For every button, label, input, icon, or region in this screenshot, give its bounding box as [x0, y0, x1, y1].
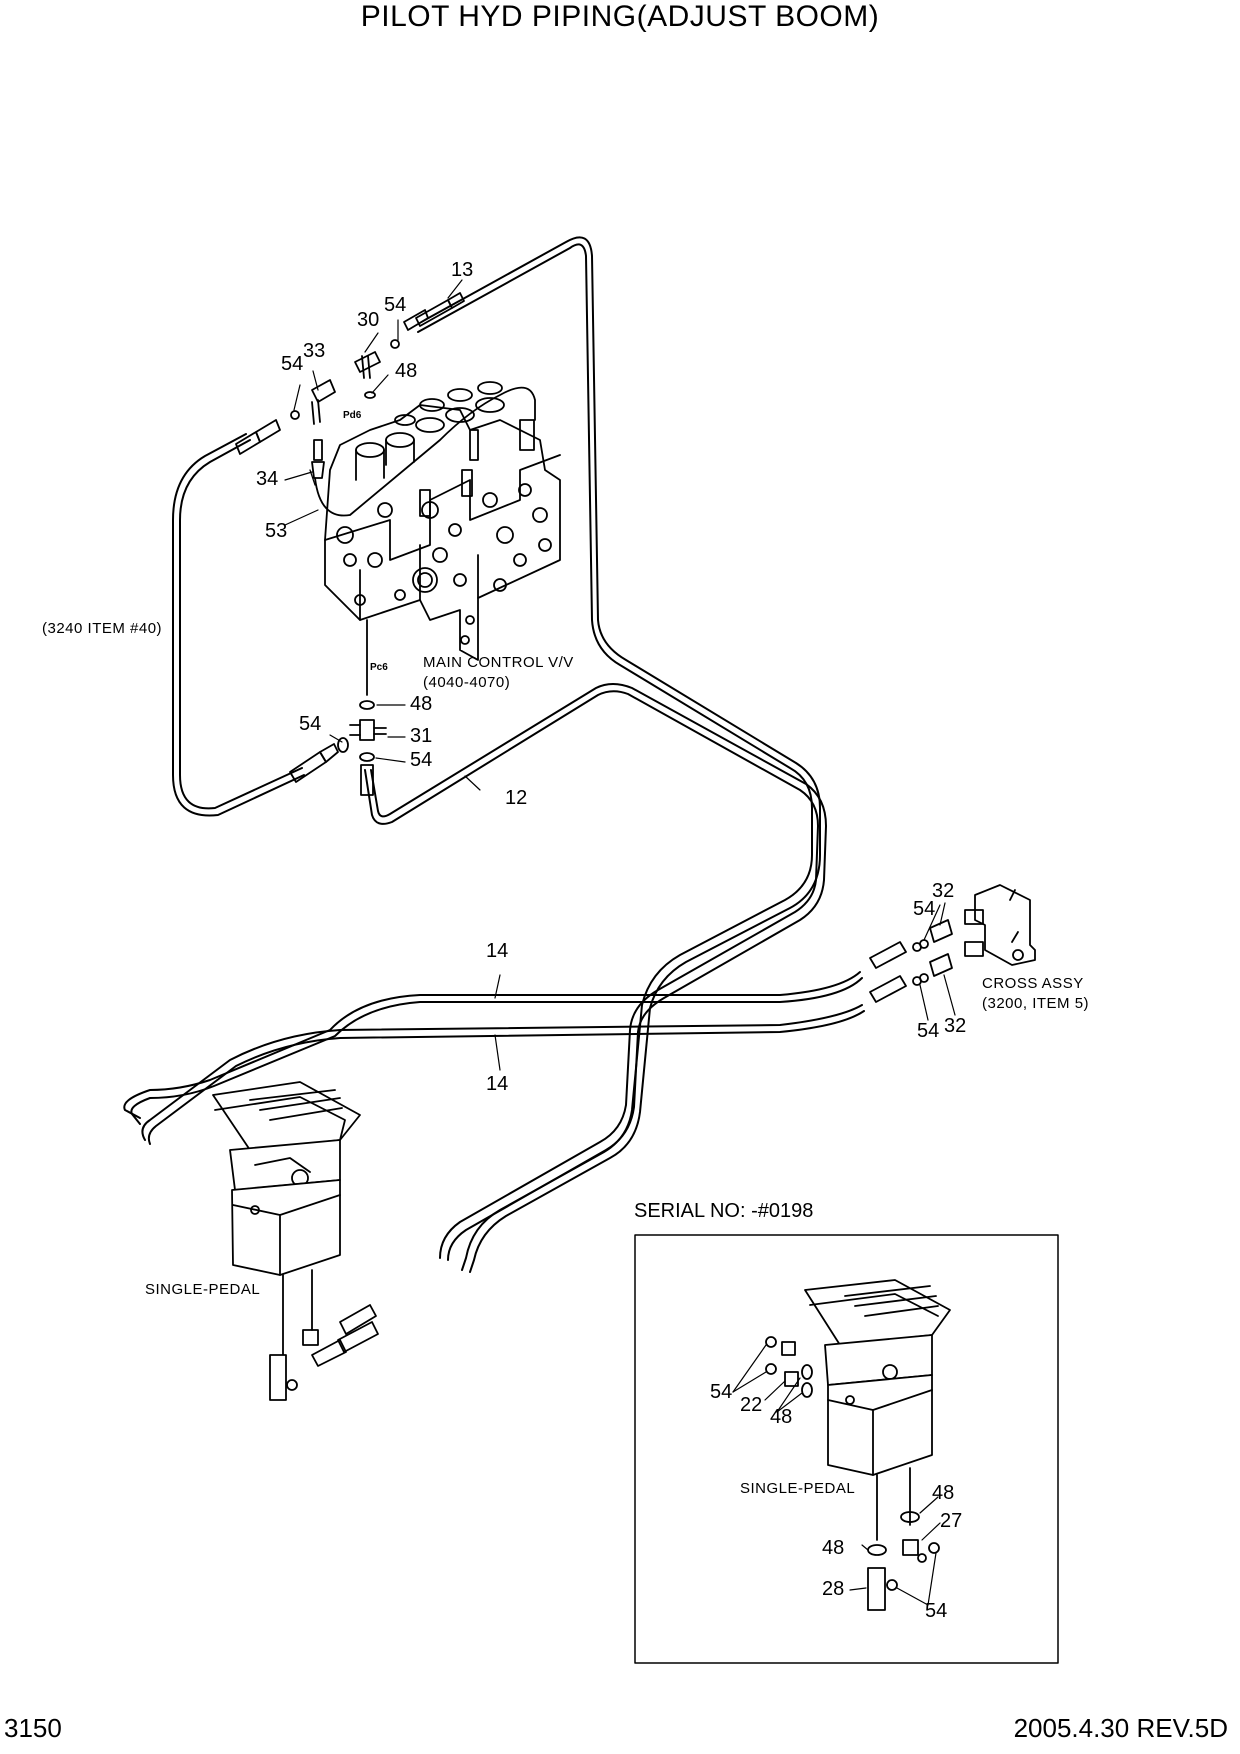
callout-32: 32 — [932, 880, 955, 902]
valve-top-fittings — [235, 292, 465, 479]
main-control-valve — [314, 381, 561, 661]
callout-48: 48 — [410, 693, 433, 715]
callout-13: 13 — [451, 259, 474, 281]
callout-30: 30 — [357, 309, 380, 331]
callout-33: 33 — [303, 340, 326, 362]
page-title: PILOT HYD PIPING(ADJUST BOOM) — [360, 0, 880, 33]
callout-54: 54 — [384, 294, 407, 316]
note-single-pedal-main: SINGLE-PEDAL — [145, 1281, 261, 1298]
callout-48: 48 — [395, 360, 418, 382]
callout-14: 14 — [486, 1073, 509, 1095]
inset-frame — [634, 1234, 1059, 1664]
callout-34: 34 — [256, 468, 279, 490]
callout-28: 28 — [822, 1578, 845, 1600]
note-single-pedal-inset: SINGLE-PEDAL — [740, 1480, 856, 1497]
note-cross-assy-ref: (3200, ITEM 5) — [982, 995, 1090, 1012]
callout-32: 32 — [944, 1015, 967, 1037]
callout-54: 54 — [710, 1381, 733, 1403]
hoses-14 — [123, 971, 865, 1145]
callout-48: 48 — [932, 1482, 955, 1504]
callout-54: 54 — [913, 898, 936, 920]
port-pd6: Pd6 — [343, 410, 362, 421]
callout-14: 14 — [486, 940, 509, 962]
callout-48: 48 — [770, 1406, 793, 1428]
hose-12 — [364, 683, 827, 1261]
serial-number-label: SERIAL NO: -#0198 — [634, 1200, 814, 1222]
callout-53: 53 — [265, 520, 288, 542]
callout-54: 54 — [410, 749, 433, 771]
callout-54: 54 — [917, 1020, 940, 1042]
callout-12: 12 — [505, 787, 528, 809]
leader-lines — [284, 279, 956, 1606]
cross-assy — [869, 884, 1036, 1003]
callout-27: 27 — [940, 1510, 963, 1532]
page-number: 3150 — [4, 1713, 62, 1743]
note-main-control-valve-range: (4040-4070) — [423, 674, 511, 691]
note-cross-assy: CROSS ASSY — [982, 975, 1084, 992]
hose-3240-40 — [172, 433, 305, 817]
note-3240-item-40: (3240 ITEM #40) — [42, 620, 163, 637]
pc6-fittings — [289, 619, 387, 796]
pedal-inset — [765, 1279, 951, 1611]
revision-label: 2005.4.30 REV.5D — [1013, 1713, 1228, 1743]
port-pc6: Pc6 — [370, 662, 388, 673]
note-main-control-valve: MAIN CONTROL V/V — [423, 654, 574, 671]
callout-48: 48 — [822, 1537, 845, 1559]
callout-54: 54 — [299, 713, 322, 735]
callout-22: 22 — [740, 1394, 763, 1416]
pedal-main — [212, 1081, 379, 1401]
hose-13 — [413, 236, 821, 1273]
callout-54: 54 — [281, 353, 304, 375]
callout-31: 31 — [410, 725, 433, 747]
callout-54: 54 — [925, 1600, 948, 1622]
